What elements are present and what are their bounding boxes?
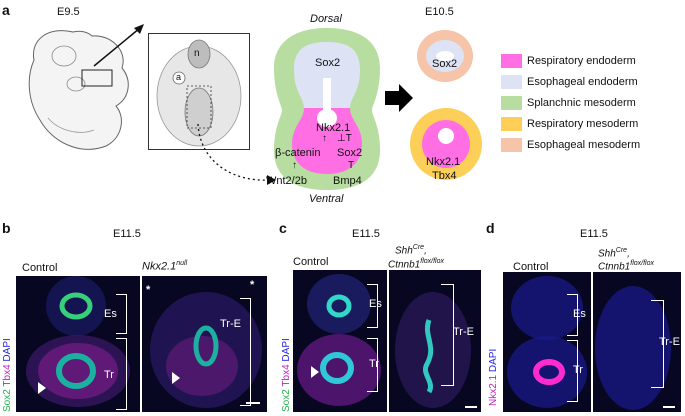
label-beta-catenin: β-catenin: [275, 147, 321, 159]
label-sox2-right: Sox2: [432, 58, 458, 70]
panel-d-stage: E11.5: [580, 228, 608, 240]
legend-swatch-respiratory-mesoderm: [501, 117, 522, 131]
label-es: Es: [573, 308, 586, 320]
panel-c-stage: E11.5: [352, 228, 380, 240]
label-wnt: Wnt2/2b: [266, 175, 307, 187]
micrograph-d-mutant: Tr-E: [593, 272, 681, 412]
panel-c-col-mutant-line2: Ctnnb1flox/flox: [388, 258, 444, 271]
axis-dorsal: Dorsal: [310, 13, 342, 25]
bracket-tre: [240, 298, 251, 406]
label-nkx-right: Nkx2.1: [426, 156, 461, 168]
label-tre: Tr-E: [453, 326, 474, 338]
inset-label-a: a: [176, 72, 182, 82]
panel-c-channel-labels: Sox2 Tbx4 DAPI: [281, 338, 292, 412]
legend-label-1: Respiratory endoderm: [527, 55, 636, 67]
label-tre: Tr-E: [220, 318, 241, 330]
inhibit-symbol: ⊥T: [337, 133, 352, 144]
legend-label-5: Esophageal mesoderm: [527, 139, 641, 151]
bracket-es: [567, 294, 578, 336]
label-tr: Tr: [573, 364, 583, 376]
inset-label-n: n: [194, 48, 200, 59]
micrograph-b-mutant: * * Tr-E: [142, 276, 267, 412]
label-sox2-bottom: Sox2: [337, 147, 363, 159]
panel-d-channel-labels: Nkx2.1 DAPI: [488, 348, 499, 406]
asterisk-left: *: [146, 284, 151, 296]
label-bmp4: Bmp4: [333, 175, 362, 187]
legend-label-3: Splanchnic mesoderm: [527, 97, 636, 109]
label-tr: Tr: [104, 369, 114, 381]
axis-ventral: Ventral: [309, 193, 344, 205]
panel-a-letter: a: [2, 2, 10, 18]
bracket-tre: [441, 284, 454, 386]
micrograph-c-mutant: Tr-E: [389, 270, 481, 412]
panel-b-col-control: Control: [22, 262, 58, 274]
bracket-es: [116, 294, 127, 334]
label-es: Es: [104, 308, 117, 320]
zoom-arrow: [93, 24, 144, 67]
arrow-up-wnt: ↑: [292, 160, 297, 171]
asterisk-right: *: [250, 279, 255, 291]
bracket-es: [367, 284, 378, 328]
label-nkx21: Nkx2.1: [316, 122, 351, 134]
legend-label-2: Esophageal endoderm: [527, 76, 638, 88]
bracket-tre: [651, 300, 664, 388]
micrograph-c-control: Es Tr: [293, 270, 387, 412]
legend-swatch-respiratory-endoderm: [501, 54, 522, 68]
panel-b-stage: E11.5: [113, 228, 141, 240]
micrograph-d-control: Es Tr: [503, 272, 591, 412]
panel-b-channel-labels: Sox2 Tbx4 DAPI: [2, 338, 13, 412]
bracket-tr: [116, 338, 127, 410]
panel-c-letter: c: [279, 220, 287, 236]
embryo-illustration: [28, 30, 129, 150]
stage-e105: E10.5: [425, 6, 454, 18]
micrograph-b-control: Es Tr: [16, 276, 140, 412]
bracket-tr: [367, 338, 378, 392]
arrow-up-nkx: ↑: [322, 133, 327, 144]
dotted-zoom-arrow: [197, 123, 276, 185]
foregut-schematic: [274, 28, 380, 190]
bracket-tr: [567, 340, 578, 402]
panel-c-col-control: Control: [293, 256, 329, 268]
label-sox2-top: Sox2: [315, 57, 341, 69]
legend-label-4: Respiratory mesoderm: [527, 118, 639, 130]
panel-d-col-control: Control: [513, 261, 549, 273]
label-es: Es: [369, 298, 382, 310]
stage-e95: E9.5: [57, 6, 80, 18]
big-arrow-icon: [385, 84, 413, 112]
legend-swatch-splanchnic-mesoderm: [501, 96, 522, 110]
esophagus-schematic: [417, 30, 473, 82]
panel-c-col-mutant-line1: ShhCre,: [395, 244, 427, 257]
legend-swatch-esophageal-mesoderm: [501, 138, 522, 152]
legend-swatch-esophageal-endoderm: [501, 75, 522, 89]
panel-b-letter: b: [2, 220, 11, 236]
tee-symbol: T: [348, 160, 355, 171]
panel-b-col-mutant: Nkx2.1null: [142, 260, 188, 273]
label-tr: Tr: [369, 358, 379, 370]
panel-d-col-mutant-line1: ShhCre,: [598, 247, 630, 260]
trachea-schematic: [410, 108, 482, 180]
label-tbx4-right: Tbx4: [432, 170, 457, 182]
panel-d-letter: d: [486, 220, 495, 236]
label-tre: Tr-E: [659, 336, 680, 348]
panel-d-col-mutant-line2: Ctnnb1flox/flox: [598, 260, 654, 273]
